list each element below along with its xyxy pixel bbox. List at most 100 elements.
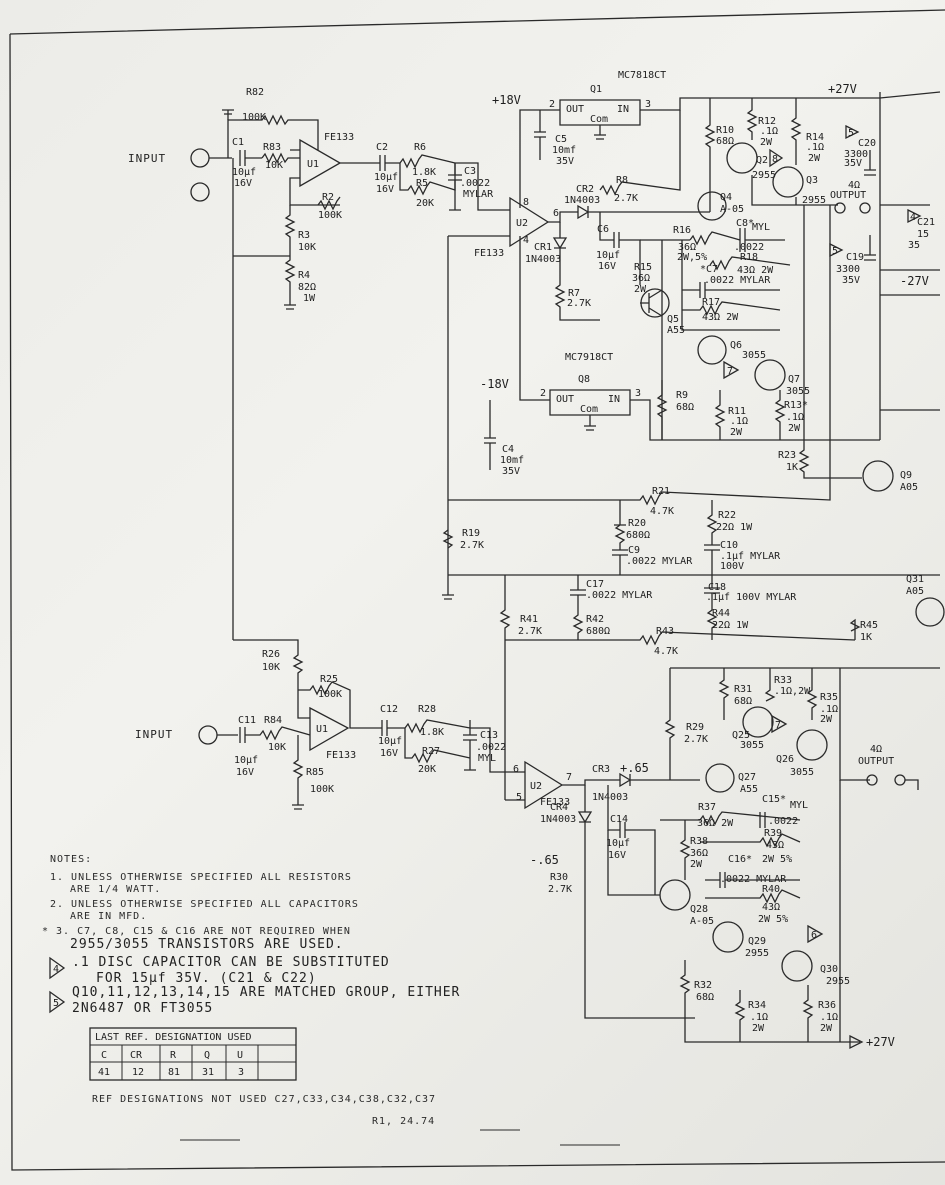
transistor-q30: [781, 950, 813, 982]
svg-text:36Ω: 36Ω: [678, 242, 696, 253]
svg-text:FE133: FE133: [540, 797, 570, 808]
output-terminal-top[interactable]: [834, 202, 846, 214]
notes-block: NOTES: 1. UNLESS OTHERWISE SPECIFIED ALL…: [42, 854, 460, 1016]
sheet-border: [9, 9, 945, 1171]
svg-text:2W: 2W: [820, 714, 833, 725]
svg-text:35: 35: [908, 240, 920, 251]
svg-text:R7: R7: [568, 288, 580, 299]
marker-8: [769, 148, 784, 168]
svg-text:10K: 10K: [268, 742, 286, 753]
svg-text:68Ω: 68Ω: [716, 136, 734, 147]
svg-text:R36: R36: [818, 1000, 836, 1011]
svg-text:MC7918CT: MC7918CT: [565, 352, 613, 363]
svg-text:OUTPUT: OUTPUT: [830, 190, 866, 201]
svg-text:100K: 100K: [310, 784, 334, 795]
svg-text:R29: R29: [686, 722, 704, 733]
marker-4: [907, 208, 922, 224]
svg-text:10mf: 10mf: [500, 455, 524, 466]
marker-5: [845, 124, 860, 140]
svg-text:U2: U2: [516, 218, 528, 229]
svg-text:100K: 100K: [318, 210, 342, 221]
svg-text:2955: 2955: [752, 170, 776, 181]
transistor-q26: [796, 729, 828, 761]
svg-text:1N4003: 1N4003: [564, 195, 600, 206]
svg-text:R44: R44: [712, 608, 730, 619]
svg-text:-.65: -.65: [530, 853, 559, 867]
svg-text:R34: R34: [748, 1000, 766, 1011]
svg-text:R43: R43: [656, 626, 674, 637]
svg-text:R19: R19: [462, 528, 480, 539]
svg-text:R31: R31: [734, 684, 752, 695]
svg-text:36Ω 2W: 36Ω 2W: [697, 818, 734, 829]
svg-text:3055: 3055: [790, 767, 814, 778]
svg-text:C6: C6: [597, 224, 609, 235]
svg-text:C15*: C15*: [762, 794, 786, 805]
opamp-u1-bottom: [309, 706, 350, 752]
svg-text:10µf: 10µf: [234, 755, 258, 766]
svg-text:R8: R8: [616, 175, 628, 186]
svg-text:FE133: FE133: [324, 132, 354, 143]
svg-text:C8*: C8*: [736, 218, 754, 229]
svg-text:10K: 10K: [265, 160, 283, 171]
svg-text:10µf: 10µf: [232, 167, 256, 178]
opamp-u2-top: [509, 196, 550, 248]
svg-text:Com: Com: [580, 404, 598, 415]
svg-text:3: 3: [238, 1067, 244, 1078]
svg-text:R20: R20: [628, 518, 646, 529]
svg-text:2W: 2W: [690, 859, 703, 870]
input-ground-jack-top: [190, 182, 210, 202]
svg-text:2.7K: 2.7K: [460, 540, 484, 551]
svg-text:R39: R39: [764, 828, 782, 839]
output-terminal-bottom[interactable]: [866, 774, 878, 786]
svg-text:Q10,11,12,13,14,15 ARE MATCHED: Q10,11,12,13,14,15 ARE MATCHED GROUP, EI…: [72, 985, 460, 1000]
svg-text:1N4003: 1N4003: [540, 814, 576, 825]
svg-text:2W 5%: 2W 5%: [762, 854, 792, 865]
svg-text:3055: 3055: [740, 740, 764, 751]
svg-text:R38: R38: [690, 836, 708, 847]
svg-text:100V: 100V: [720, 561, 744, 572]
svg-text:R32: R32: [694, 980, 712, 991]
svg-text:1. UNLESS OTHERWISE SPECIFIED: 1. UNLESS OTHERWISE SPECIFIED ALL RESIST…: [50, 872, 352, 883]
note-marker-5: [49, 990, 66, 1014]
svg-text:2W: 2W: [752, 1023, 765, 1034]
svg-text:R: R: [170, 1050, 177, 1061]
svg-text:CR4: CR4: [550, 802, 568, 813]
svg-text:C13: C13: [480, 730, 498, 741]
svg-text:MC7818CT: MC7818CT: [618, 70, 666, 81]
svg-text:2955: 2955: [826, 976, 850, 987]
opamp-u2-bottom: [524, 760, 564, 810]
svg-text:R35: R35: [820, 692, 838, 703]
svg-text:100K: 100K: [318, 689, 342, 700]
svg-text:6: 6: [513, 764, 519, 775]
svg-text:R26: R26: [262, 649, 280, 660]
svg-text:4Ω: 4Ω: [870, 744, 882, 755]
svg-text:R84: R84: [264, 715, 282, 726]
svg-text:41: 41: [98, 1067, 110, 1078]
svg-text:R23: R23: [778, 450, 796, 461]
bottom-driver-stage: U2 FE133 6 5 7 CR3 +.65 1N4003 CR4 1N400…: [505, 667, 940, 1050]
svg-text:.1Ω: .1Ω: [820, 1012, 838, 1023]
opamp-u1-top: [299, 138, 342, 188]
svg-text:R18: R18: [740, 252, 758, 263]
svg-text:35V: 35V: [556, 156, 574, 167]
svg-text:C16*: C16*: [728, 854, 752, 865]
svg-text:-18V: -18V: [480, 377, 509, 391]
svg-text:.1Ω,2W: .1Ω,2W: [774, 686, 811, 697]
svg-text:2W,5%: 2W,5%: [677, 252, 707, 263]
svg-text:Q29: Q29: [748, 936, 766, 947]
svg-text:3300: 3300: [844, 149, 868, 160]
regulator-q1: [519, 99, 641, 208]
svg-text:5: 5: [53, 998, 59, 1009]
input-jack-top[interactable]: [190, 148, 210, 168]
svg-text:NOTES:: NOTES:: [50, 854, 92, 865]
svg-text:2N6487 OR FT3055: 2N6487 OR FT3055: [72, 1001, 213, 1016]
svg-text:C14: C14: [610, 814, 628, 825]
svg-text:+.65: +.65: [620, 761, 649, 775]
svg-text:CR: CR: [130, 1050, 143, 1061]
input-jack-bottom[interactable]: [198, 725, 218, 745]
svg-text:4Ω: 4Ω: [848, 180, 860, 191]
svg-text:IN: IN: [608, 394, 620, 405]
marker-6: [807, 924, 824, 944]
svg-text:A55: A55: [740, 784, 758, 795]
svg-text:*C7: *C7: [700, 264, 718, 275]
